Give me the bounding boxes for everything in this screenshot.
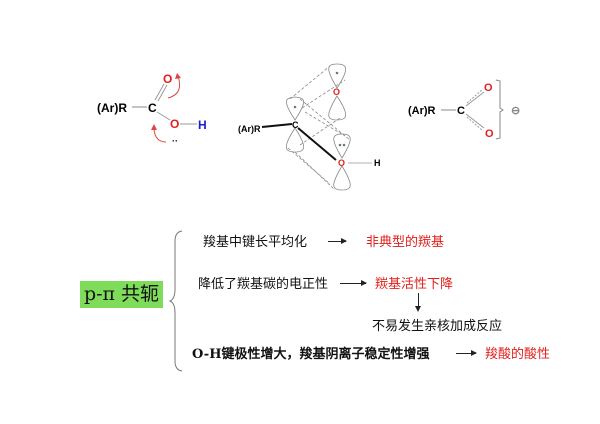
hydrogen-label: H [374, 158, 381, 168]
r-group-label: (Ar)R [408, 105, 436, 117]
electron-arrow [153, 128, 167, 143]
oxygen-label: O [163, 72, 172, 86]
p-orbital-overlap-diagram [261, 63, 372, 191]
down-arrow-head-icon [415, 306, 421, 312]
carbon-label: C [148, 101, 157, 115]
arrow-icon [328, 238, 347, 244]
effect-cause: O-H键极性增大，羧基阴离子稳定性增强 [192, 347, 430, 362]
arrow-icon [340, 280, 367, 286]
carbon-label: C [292, 120, 299, 130]
r-group-label: (Ar)R [97, 101, 127, 115]
carboxylic-acid-resonance: (Ar)R C O O H ·· [97, 72, 207, 146]
oxygen-label: O [338, 158, 345, 168]
structure-diagrams: (Ar)R C O O H ·· [97, 63, 520, 191]
bracket [495, 79, 504, 140]
oxygen-label: O [485, 128, 494, 140]
down-arrow-icon [418, 293, 419, 307]
arrow-icon [456, 350, 477, 356]
electron-arrow [167, 75, 181, 99]
negative-charge-icon: ⊖ [511, 105, 520, 117]
effect-consequence: 不易发生亲核加成反应 [372, 319, 503, 334]
curly-brace [168, 230, 183, 372]
r-group-label: (Ar)R [238, 124, 261, 134]
concept-label: p-π 共轭 [80, 281, 163, 308]
hydrogen-label: H [198, 118, 207, 132]
oxygen-label: O [333, 87, 340, 97]
carboxylate-anion: (Ar)R C O O ⊖ [408, 79, 520, 140]
effect-cause: 降低了羰基碳的电正性 [198, 277, 329, 292]
effect-cause: 羧基中键长平均化 [203, 235, 308, 250]
oxygen-label: O [170, 117, 179, 131]
effect-result: 羰基活性下降 [375, 277, 454, 292]
oxygen-label: O [484, 82, 493, 94]
effect-result: 非典型的羰基 [366, 235, 445, 250]
carbon-label: C [457, 105, 465, 117]
effect-result: 羧酸的酸性 [485, 347, 551, 362]
lone-pair: ·· [172, 136, 178, 146]
